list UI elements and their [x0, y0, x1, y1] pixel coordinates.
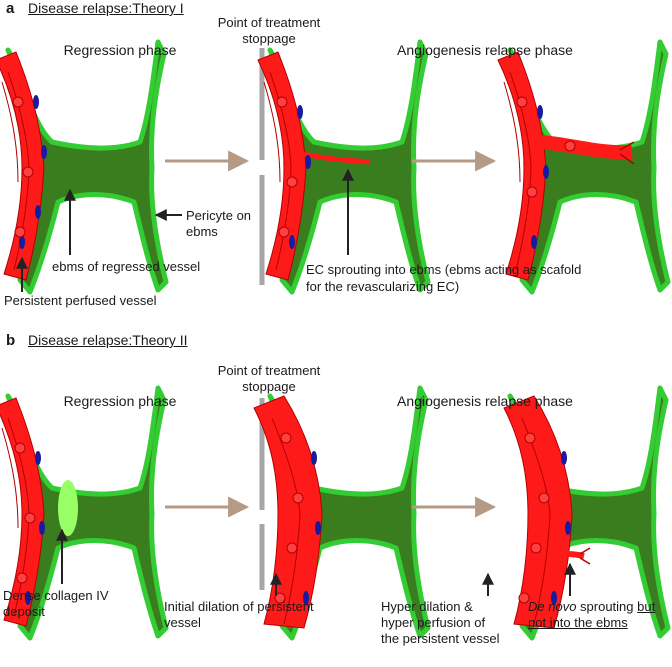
panel-b-relapse-label: Angiogenesis relapse phase — [397, 393, 573, 409]
panel-b-stoppage-line2: stoppage — [242, 379, 296, 394]
vessel-a2 — [257, 42, 428, 292]
collagen-label-line2: deposit — [3, 604, 45, 619]
panel-a-regression-label: Regression phase — [63, 42, 177, 58]
panel-a-title: Disease relapse:Theory I — [28, 0, 184, 16]
pericyte-label-line1: Pericyte on — [186, 208, 252, 223]
dilation-label-line2: vessel — [164, 615, 201, 630]
persistent-vessel-label: Persistent perfused vessel — [4, 293, 157, 308]
denovo-but: but — [637, 599, 656, 614]
ebms-regressed-label: ebms of regressed vessel — [52, 259, 201, 274]
hyper-label-line3: the persistent vessel — [381, 631, 500, 646]
hyper-label-line1: Hyper dilation & — [381, 599, 473, 614]
denovo-label-line1: De novo sprouting but — [528, 599, 655, 614]
denovo-label-line2: not into the ebms — [528, 615, 628, 630]
pericyte-label-line2: ebms — [186, 224, 218, 239]
panel-b-regression-label: Regression phase — [63, 393, 177, 409]
panel-b-stoppage-line1: Point of treatment — [217, 363, 321, 378]
vessel-a3 — [497, 42, 668, 292]
panel-a-stoppage-line1: Point of treatment — [217, 15, 321, 30]
panel-a-relapse-label: Angiogenesis relapse phase — [397, 42, 573, 58]
vessel-b3 — [503, 388, 668, 638]
panel-b-title: Disease relapse:Theory II — [28, 332, 188, 348]
vessel-a1 — [0, 42, 166, 292]
denovo-rest: sprouting — [576, 599, 638, 614]
panel-b-letter: b — [6, 332, 16, 349]
sprouting-label-line2: for the revascularizing EC) — [306, 279, 460, 294]
denovo-italic: De novo — [528, 599, 577, 614]
hyper-label-line2: hyper perfusion of — [381, 615, 486, 630]
vessel-b1 — [0, 388, 166, 638]
panel-a-letter: a — [6, 0, 15, 17]
collagen-label-line1: Dense collagen IV — [3, 588, 109, 603]
sprouting-label-line1: EC sprouting into ebms (ebms acting as s… — [306, 262, 582, 277]
dilation-label-line1: Initial dilation of persistent — [164, 599, 314, 614]
panel-a-stoppage-line2: stoppage — [242, 31, 296, 46]
